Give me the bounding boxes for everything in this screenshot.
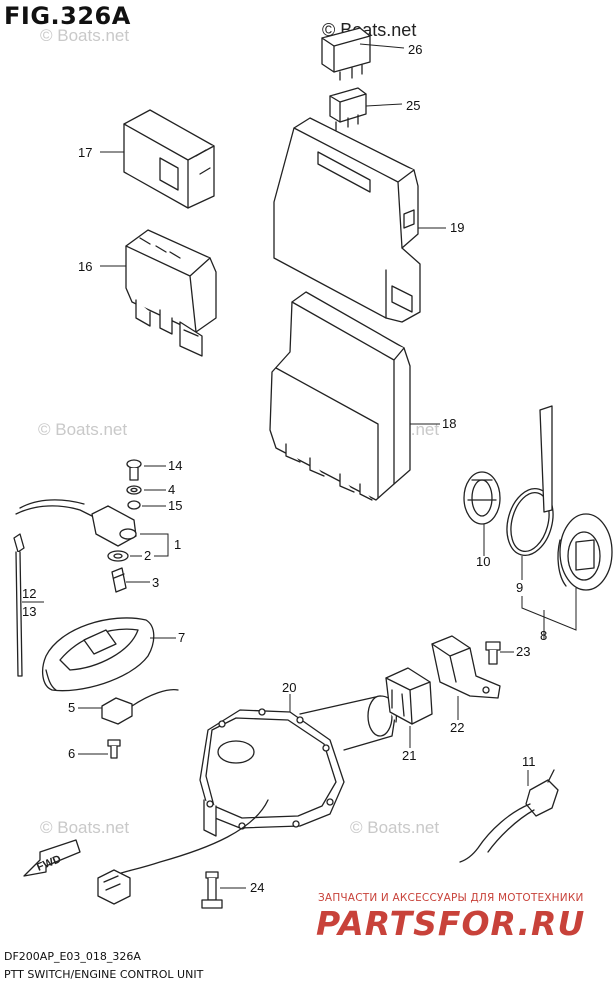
callout-4: 4 [168, 482, 175, 497]
part-11-switch[interactable] [459, 769, 559, 863]
fwd-arrow [23, 839, 81, 877]
callout-26: 26 [408, 42, 422, 57]
part-23-bolt[interactable] [485, 641, 501, 665]
part-8-trim-cap[interactable] [539, 405, 613, 591]
callout-19: 19 [450, 220, 464, 235]
callout-2: 2 [144, 548, 151, 563]
figure-title: FIG.326A [4, 2, 131, 30]
part-26-relay[interactable] [321, 27, 371, 81]
part-17-cover[interactable] [123, 109, 215, 209]
part-19-ecu-cover[interactable] [273, 117, 421, 323]
callout-23: 23 [516, 644, 530, 659]
callout-18: 18 [442, 416, 456, 431]
callout-13: 13 [22, 604, 36, 619]
fwd-label: FWD [35, 853, 63, 874]
callout-17: 17 [78, 145, 92, 160]
part-12-cable-tie[interactable] [13, 533, 25, 677]
callout-8: 8 [540, 628, 547, 643]
callout-20: 20 [282, 680, 296, 695]
callout-5: 5 [68, 700, 75, 715]
callout-15: 15 [168, 498, 182, 513]
promo-tagline: ЗАПЧАСТИ И АКСЕССУАРЫ ДЛЯ МОТОТЕХНИКИ [318, 892, 584, 904]
part-1-switch[interactable] [15, 499, 137, 562]
watermark-5: © Boats.net [350, 818, 440, 837]
part-24-bolt[interactable] [201, 871, 223, 909]
part-25-relay[interactable] [329, 87, 367, 131]
callout-14: 14 [168, 458, 182, 473]
callout-6: 6 [68, 746, 75, 761]
part-21-cap[interactable] [385, 667, 433, 725]
figure-code: DF200AP_E03_018_326A [4, 950, 141, 963]
callout-22: 22 [450, 720, 464, 735]
part-3-clip[interactable] [111, 567, 127, 593]
part-14-bolt[interactable] [126, 459, 142, 481]
part-9-oring[interactable] [500, 483, 560, 560]
callout-1: 1 [174, 537, 181, 552]
part-22-bracket[interactable] [431, 635, 501, 699]
callout-9: 9 [516, 580, 523, 595]
callout-25: 25 [406, 98, 420, 113]
part-7-ptt-housing[interactable] [41, 617, 155, 692]
callout-7: 7 [178, 630, 185, 645]
callout-10: 10 [476, 554, 490, 569]
part-15-oring[interactable] [127, 500, 141, 510]
part-10-grommet[interactable] [463, 471, 501, 525]
callout-24: 24 [250, 880, 264, 895]
watermark-1: © Boats.net [40, 26, 130, 45]
watermark-4: © Boats.net [40, 818, 130, 837]
part-18-ecu[interactable] [269, 291, 411, 501]
figure-caption: PTT SWITCH/ENGINE CONTROL UNIT [4, 968, 204, 981]
promo-brand: PARTSFOR.RU [316, 904, 586, 943]
part-6-screw[interactable] [107, 739, 121, 759]
part-5-switch[interactable] [101, 688, 179, 725]
callout-21: 21 [402, 748, 416, 763]
part-4-washer[interactable] [126, 485, 142, 495]
callout-3: 3 [152, 575, 159, 590]
callout-12: 12 [22, 586, 36, 601]
callout-16: 16 [78, 259, 92, 274]
part-20-ptt-motor[interactable] [97, 695, 398, 905]
watermark-2: © Boats.net [38, 420, 128, 439]
callout-11: 11 [522, 754, 536, 769]
part-16-connector[interactable] [125, 229, 217, 357]
